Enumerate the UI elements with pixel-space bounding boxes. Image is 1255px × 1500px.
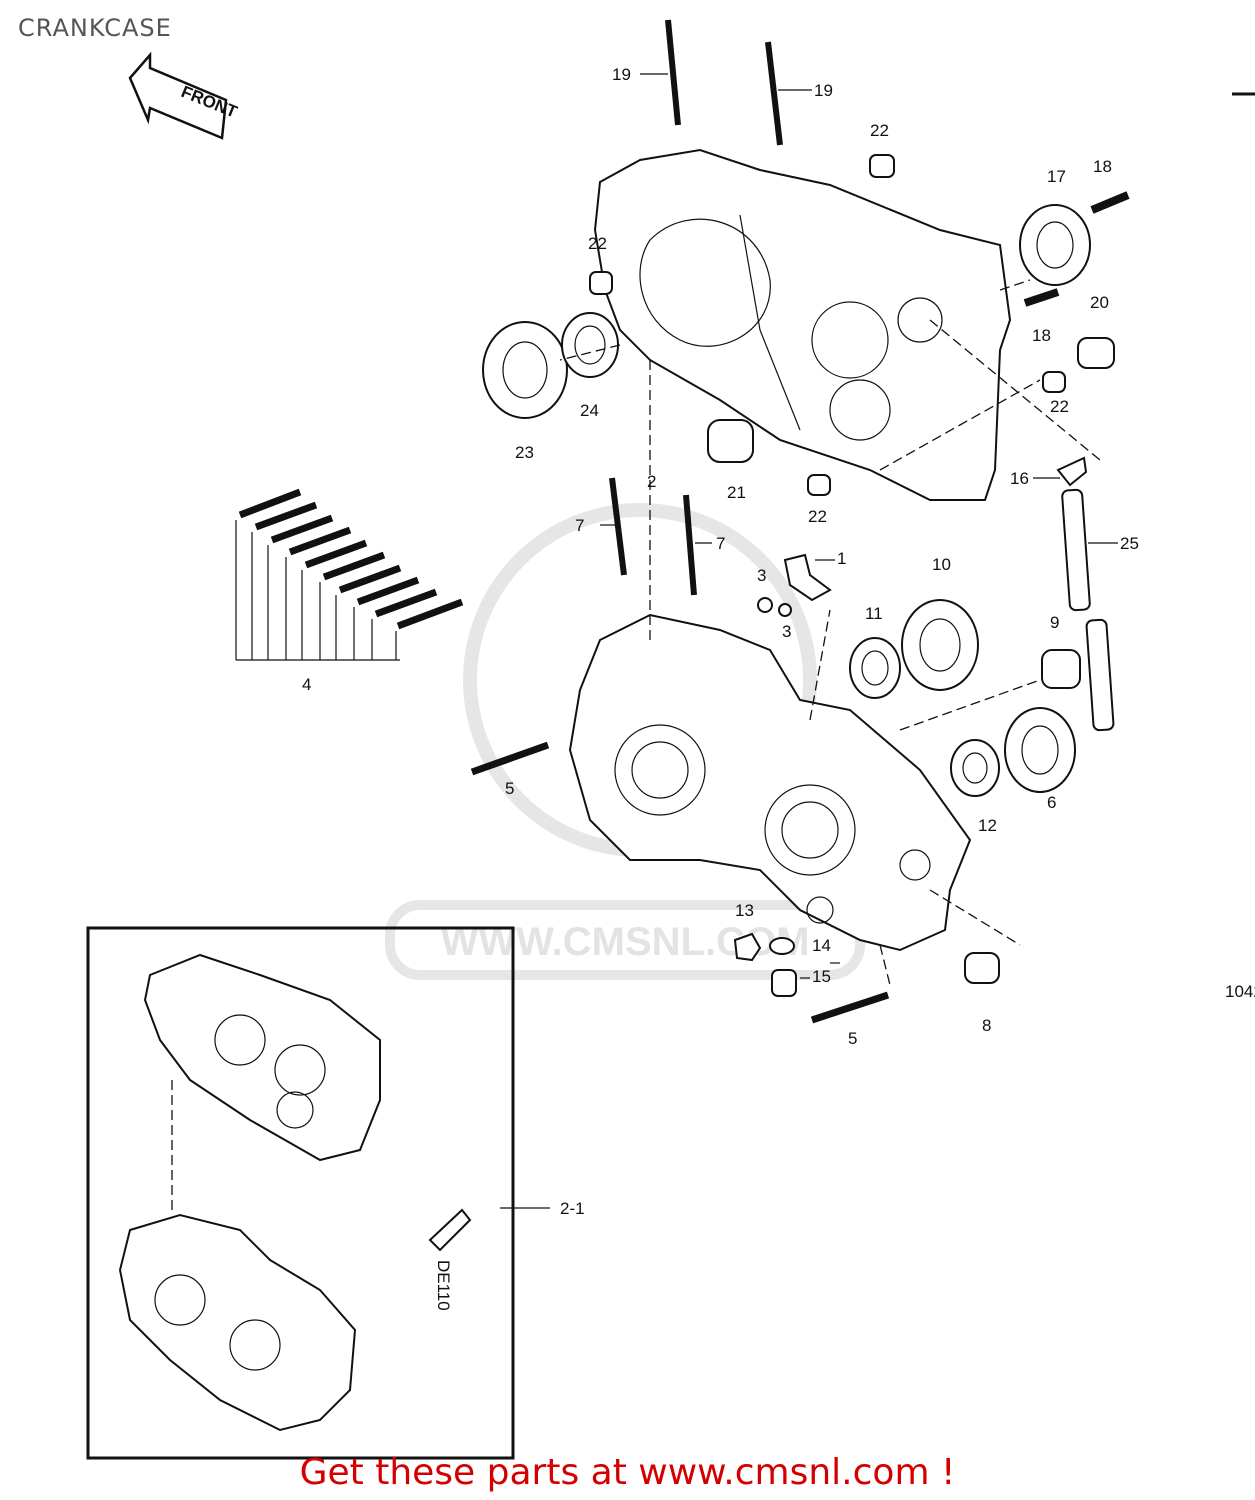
callout-24: 24 — [580, 401, 599, 420]
page-title: CRANKCASE — [18, 14, 172, 42]
bolt-5-left-icon — [470, 741, 550, 776]
bushing-21-icon — [707, 419, 754, 463]
lower-crankcase-half — [568, 613, 972, 952]
callout-5-bottom: 5 — [848, 1029, 857, 1048]
footer-cta-link[interactable]: Get these parts at www.cmsnl.com ! — [299, 1452, 956, 1493]
stud-7-left-icon — [609, 477, 627, 576]
dowel-22-right-icon — [1042, 371, 1066, 393]
stud-19-left-icon — [665, 19, 681, 126]
callout-1: 1 — [837, 549, 846, 568]
bracket-1-icon — [783, 553, 832, 602]
bolt-5-bottom-icon — [810, 991, 890, 1024]
dowel-22-left-icon — [589, 271, 613, 295]
dowel-22-bottom-icon — [807, 474, 831, 496]
callout-3-top: 3 — [757, 566, 766, 585]
cap-20-icon — [1077, 337, 1115, 369]
callout-2: 2 — [647, 472, 656, 491]
callout-22-top: 22 — [870, 121, 889, 140]
callout-7-right: 7 — [716, 534, 725, 553]
callout-9: 9 — [1050, 613, 1059, 632]
callout-22-left: 22 — [588, 234, 607, 253]
callout-22-bottom: 22 — [808, 507, 827, 526]
bolt-18-top-icon — [1090, 191, 1130, 214]
bearing-17-icon — [1019, 204, 1091, 286]
bolt-set-4-icon — [235, 488, 464, 661]
callout-23: 23 — [515, 443, 534, 462]
callout-21: 21 — [727, 483, 746, 502]
dowel-22-top-icon — [869, 154, 895, 178]
bushing-9-icon — [1041, 649, 1081, 689]
callout-22-right: 22 — [1050, 397, 1069, 416]
stud-7-right-icon — [683, 494, 697, 596]
fitting-16-icon — [1056, 456, 1088, 487]
seal-24-icon — [561, 312, 619, 378]
callout-12: 12 — [978, 816, 997, 835]
callout-18-mid: 18 — [1032, 326, 1051, 345]
screw-3-icon — [757, 597, 792, 617]
callout-4: 4 — [302, 675, 311, 694]
callout-19-right: 19 — [814, 81, 833, 100]
bolt-18-mid-icon — [1023, 288, 1060, 307]
callout-25: 25 — [1120, 534, 1139, 553]
callout-17: 17 — [1047, 167, 1066, 186]
cap-8-icon — [964, 952, 1000, 984]
callout-20: 20 — [1090, 293, 1109, 312]
callout-14: 14 — [812, 936, 831, 955]
bearing-10-icon — [901, 599, 979, 691]
callout-15: 15 — [812, 967, 831, 986]
upper-crankcase-half — [593, 148, 1012, 501]
bearing-6-icon — [1004, 707, 1076, 793]
leader-lines — [500, 73, 1118, 1209]
bearing-23-icon — [482, 321, 568, 419]
stamp-text: DE110 — [434, 1260, 453, 1311]
callout-8: 8 — [982, 1016, 991, 1035]
nut-13-icon — [733, 932, 762, 962]
seal-12-icon — [950, 739, 1000, 797]
stud-19-right-icon — [765, 41, 783, 146]
callout-2-1: 2-1 — [560, 1199, 585, 1218]
plug-15-icon — [771, 969, 797, 997]
pipe-25-icon — [1061, 488, 1115, 732]
front-arrow-icon: FRONT — [128, 51, 240, 140]
inset-assembly-2-1: DE110 — [86, 926, 515, 1460]
callout-5-left: 5 — [505, 779, 514, 798]
callout-11: 11 — [865, 604, 883, 623]
callout-6: 6 — [1047, 793, 1056, 812]
washer-14-icon — [769, 937, 795, 955]
figure-code: 1042- — [1225, 982, 1255, 1001]
seal-11-icon — [849, 637, 901, 699]
callout-13: 13 — [735, 901, 754, 920]
callout-18-top: 18 — [1093, 157, 1112, 176]
callout-7-left: 7 — [575, 516, 584, 535]
callout-10: 10 — [932, 555, 951, 574]
callout-19-left: 19 — [612, 65, 631, 84]
callout-3-bottom: 3 — [782, 622, 791, 641]
callout-16: 16 — [1010, 469, 1029, 488]
